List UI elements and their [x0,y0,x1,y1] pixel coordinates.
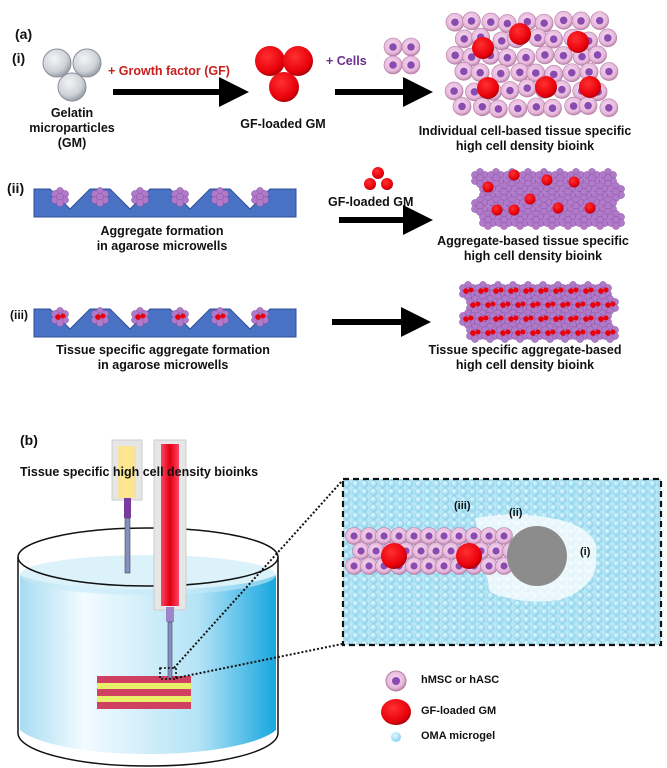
growth-factor-step: + Growth factor (GF) [108,64,230,78]
legend-label-microgel: OMA microgel [421,730,496,742]
gf-microparticle [567,31,589,53]
cells-step: + Cells [326,54,367,68]
row-ii-result-caption: Aggregate-based tissue specific high cel… [437,234,629,263]
gf-loaded-gm [255,46,313,102]
legend-label-cell: hMSC or hASC [421,674,500,686]
row-i-result-caption: Individual cell-based tissue specific hi… [418,124,632,153]
legend-microgel-icon [391,732,401,742]
row-iii-wells-caption: Tissue specific aggregate formation in a… [56,343,270,372]
printed-construct [97,676,191,709]
gf-loaded-caption: GF-loaded GM [240,117,326,131]
gelatin-microparticles [42,48,102,102]
panel-b-title: Tissue specific high cell density bioink… [20,465,259,479]
bath-container [17,527,279,767]
row-i-label: (i) [12,50,26,66]
gf-microparticle [552,202,564,214]
gf-microparticle [541,174,553,186]
legend-gf-icon [381,699,411,725]
legend-label-gf: GF-loaded GM [421,705,497,717]
gf-microparticle [579,76,601,98]
gf-microparticle [509,23,531,45]
zoom-region [159,667,177,680]
zoom-line-bottom [175,643,343,679]
gf-microparticle [584,202,596,214]
inset-gf-microparticle [456,543,482,569]
gelatin-caption: Gelatin microparticles (GM) [29,106,115,150]
gf-microparticle [568,176,580,188]
inset-label-iii: (iii) [454,500,471,512]
zoom-line-top [173,480,343,669]
nozzle-cross-section [507,526,567,586]
gf-microparticle [524,193,536,205]
row-iii-label: (iii) [10,308,28,322]
cell-cluster [383,37,421,75]
aggregate-bioink [471,168,625,230]
row-ii-wells-caption: Aggregate formation in agarose microwell… [96,224,228,253]
inset-label-i: (i) [580,546,591,558]
yellow-syringe [111,439,143,574]
gf-microparticle [491,204,503,216]
aggregates-iii [51,307,269,327]
gf-microparticle [508,204,520,216]
individual-cell-bioink [444,11,619,119]
gf-microparticle [472,37,494,59]
tissue-specific-aggregate-bioink [459,281,619,343]
gf-microparticle [508,169,520,181]
panel-a-label: (a) [15,26,33,42]
gf-microparticle [482,181,494,193]
red-syringe [153,439,187,679]
row-iii-result-caption: Tissue specific aggregate-based high cel… [428,343,622,372]
panel-b-label: (b) [20,432,38,448]
inset-gf-microparticle [381,543,407,569]
gf-microparticle [535,76,557,98]
row-ii-label: (ii) [7,180,25,196]
inset-label-ii: (ii) [509,507,523,519]
row-ii-additive: GF-loaded GM [328,195,414,209]
gf-microparticle [477,77,499,99]
aggregates-ii [51,187,269,207]
gf-loaded-gm-small [364,167,393,190]
inset-magnified-view [341,477,663,647]
